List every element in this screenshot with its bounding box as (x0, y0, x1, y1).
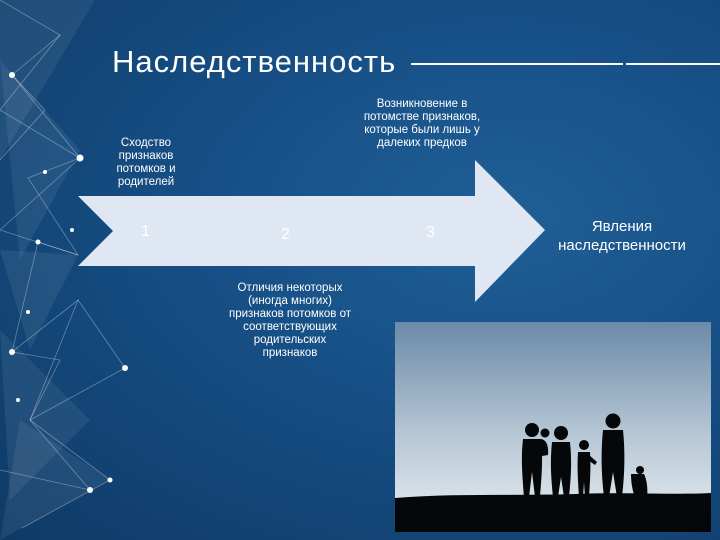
step-3-number: 3 (426, 224, 435, 241)
step-1-label: Сходство признаков потомков и родителей (116, 137, 176, 188)
family-silhouette-photo (395, 322, 711, 532)
title-underline (411, 63, 623, 65)
step-2-label: Отличия некоторых (иногда многих) призна… (228, 282, 351, 359)
title-underline-extension (626, 63, 720, 65)
step-3-label: Возникновение в потомстве признаков, кот… (363, 98, 481, 149)
conclusion-label: Явления наследственности (558, 218, 686, 254)
step-1-number: 1 (141, 223, 150, 240)
step-2-number: 2 (281, 226, 290, 243)
slide-title: Наследственность (112, 44, 397, 79)
